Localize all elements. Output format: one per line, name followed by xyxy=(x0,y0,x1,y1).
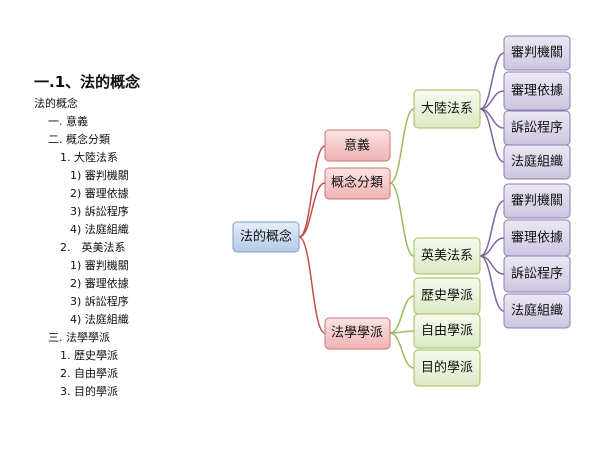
connector-schools-purpose xyxy=(389,332,415,369)
outline-root: 法的概念 xyxy=(34,97,78,110)
node-classification-label: 概念分類 xyxy=(331,175,383,191)
connector-continental-leaf xyxy=(479,52,505,110)
outline-item: 4) 法庭組織 xyxy=(70,223,129,236)
leaf-label: 審判機關 xyxy=(511,194,563,209)
node-historical-school: 歷史學派 xyxy=(413,277,481,315)
outline-item: 1) 審判機關 xyxy=(70,259,129,272)
outline-item: 一. 意義 xyxy=(48,115,88,128)
leaf-anglo-trial-organ: 審判機關 xyxy=(503,183,571,219)
outline-item: 2. 英美法系 xyxy=(60,241,126,254)
outline-panel: 一.1、法的概念 法的概念 一. 意義 二. 概念分類 1. 大陸法系 1) 審… xyxy=(0,0,230,450)
leaf-label: 審理依據 xyxy=(511,231,563,246)
connector-anglo-leaf xyxy=(479,237,505,257)
leaf-anglo-trial-basis: 審理依據 xyxy=(503,219,571,257)
node-purpose-school: 目的學派 xyxy=(413,349,481,387)
outline-item: 二. 概念分類 xyxy=(48,133,110,146)
outline-item: 3. 目的學派 xyxy=(60,385,118,398)
node-root-label: 法的概念 xyxy=(240,229,292,245)
connector-class-continental xyxy=(389,108,415,184)
connector-root-schools xyxy=(298,236,326,334)
leaf-anglo-court-org: 法庭組織 xyxy=(503,293,571,329)
connector-root-classification xyxy=(298,182,326,238)
outline-item: 3) 訴訟程序 xyxy=(70,205,129,218)
leaf-continental-court-org: 法庭組織 xyxy=(503,144,571,180)
node-anglo-law: 英美法系 xyxy=(413,237,481,275)
connector-root-meaning xyxy=(298,145,326,238)
node-root: 法的概念 xyxy=(232,221,300,253)
connector-lines xyxy=(298,52,505,369)
leaf-continental-trial-organ: 審判機關 xyxy=(503,35,571,71)
node-anglo-label: 英美法系 xyxy=(421,249,473,264)
node-free-label: 自由學派 xyxy=(421,324,473,339)
outline-item: 1. 大陸法系 xyxy=(60,151,118,164)
connector-anglo-leaf xyxy=(479,200,505,257)
outline-item: 4) 法庭組織 xyxy=(70,313,129,326)
connector-anglo-leaf xyxy=(479,255,505,312)
leaf-continental-trial-basis: 審理依據 xyxy=(503,71,571,111)
node-classification: 概念分類 xyxy=(324,167,391,200)
connector-class-anglo xyxy=(389,182,415,257)
outline-item: 2) 審理依據 xyxy=(70,277,129,290)
leaf-label: 訴訟程序 xyxy=(511,120,563,136)
node-historical-label: 歷史學派 xyxy=(421,289,473,304)
outline-item: 2. 自由學派 xyxy=(60,367,118,380)
connector-continental-leaf xyxy=(479,108,505,163)
leaf-label: 法庭組織 xyxy=(511,154,563,170)
leaf-label: 審判機關 xyxy=(511,46,563,61)
node-free-school: 自由學派 xyxy=(413,313,481,349)
leaf-continental-procedure: 訴訟程序 xyxy=(503,110,571,146)
node-continental-label: 大陸法系 xyxy=(421,101,473,117)
outline-item: 3) 訴訟程序 xyxy=(70,295,129,308)
node-meaning: 意義 xyxy=(324,129,391,162)
outline-item: 2) 審理依據 xyxy=(70,187,129,200)
node-schools: 法學學派 xyxy=(324,317,391,350)
outline-item: 1. 歷史學派 xyxy=(60,349,118,362)
outline-item: 三. 法學學派 xyxy=(48,331,110,344)
leaf-label: 訴訟程序 xyxy=(511,266,563,282)
node-purpose-label: 目的學派 xyxy=(421,360,473,376)
connector-schools-historical xyxy=(389,295,415,334)
leaf-label: 法庭組織 xyxy=(511,303,563,319)
node-schools-label: 法學學派 xyxy=(331,326,383,341)
connector-continental-leaf xyxy=(479,90,505,110)
node-continental-law: 大陸法系 xyxy=(413,89,481,129)
leaf-anglo-procedure: 訴訟程序 xyxy=(503,255,571,293)
node-meaning-label: 意義 xyxy=(344,138,370,154)
outline-item: 1) 審判機關 xyxy=(70,169,129,182)
outline-title: 一.1、法的概念 xyxy=(34,73,141,91)
leaf-label: 審理依據 xyxy=(511,84,563,99)
